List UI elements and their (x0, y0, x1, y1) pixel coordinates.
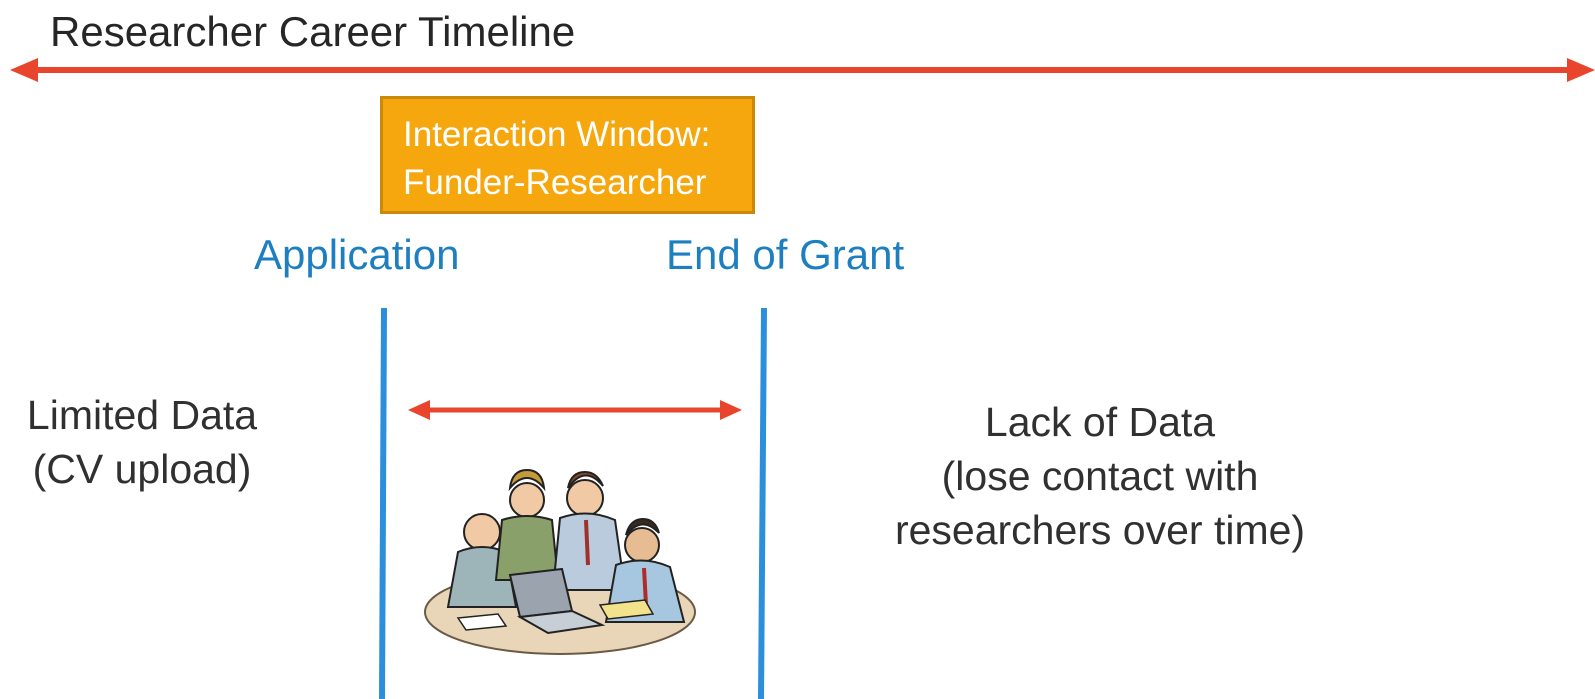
interaction-window-line2: Funder-Researcher (403, 163, 707, 202)
diagram-title: Researcher Career Timeline (50, 8, 576, 55)
people-at-laptop-illustration (424, 468, 696, 655)
limited-data-line2: (CV upload) (32, 446, 252, 492)
lack-of-data-line1: Lack of Data (984, 399, 1216, 445)
application-label: Application (254, 231, 460, 278)
interaction-period-arrow (408, 400, 742, 420)
end-of-grant-marker-line (758, 307, 767, 699)
limited-data-note: Limited Data (CV upload) (6, 388, 278, 496)
end-of-grant-label: End of Grant (666, 231, 905, 278)
application-marker-line (379, 307, 387, 699)
lack-of-data-line3: researchers over time) (894, 507, 1306, 553)
interaction-window-box: Interaction Window: Funder-Researcher (380, 96, 755, 214)
lack-of-data-note: Lack of Data (lose contact with research… (860, 395, 1340, 557)
career-timeline-arrow (10, 58, 1595, 82)
interaction-window-line1: Interaction Window: (403, 115, 711, 154)
limited-data-line1: Limited Data (26, 392, 258, 438)
lack-of-data-line2: (lose contact with (941, 453, 1259, 499)
